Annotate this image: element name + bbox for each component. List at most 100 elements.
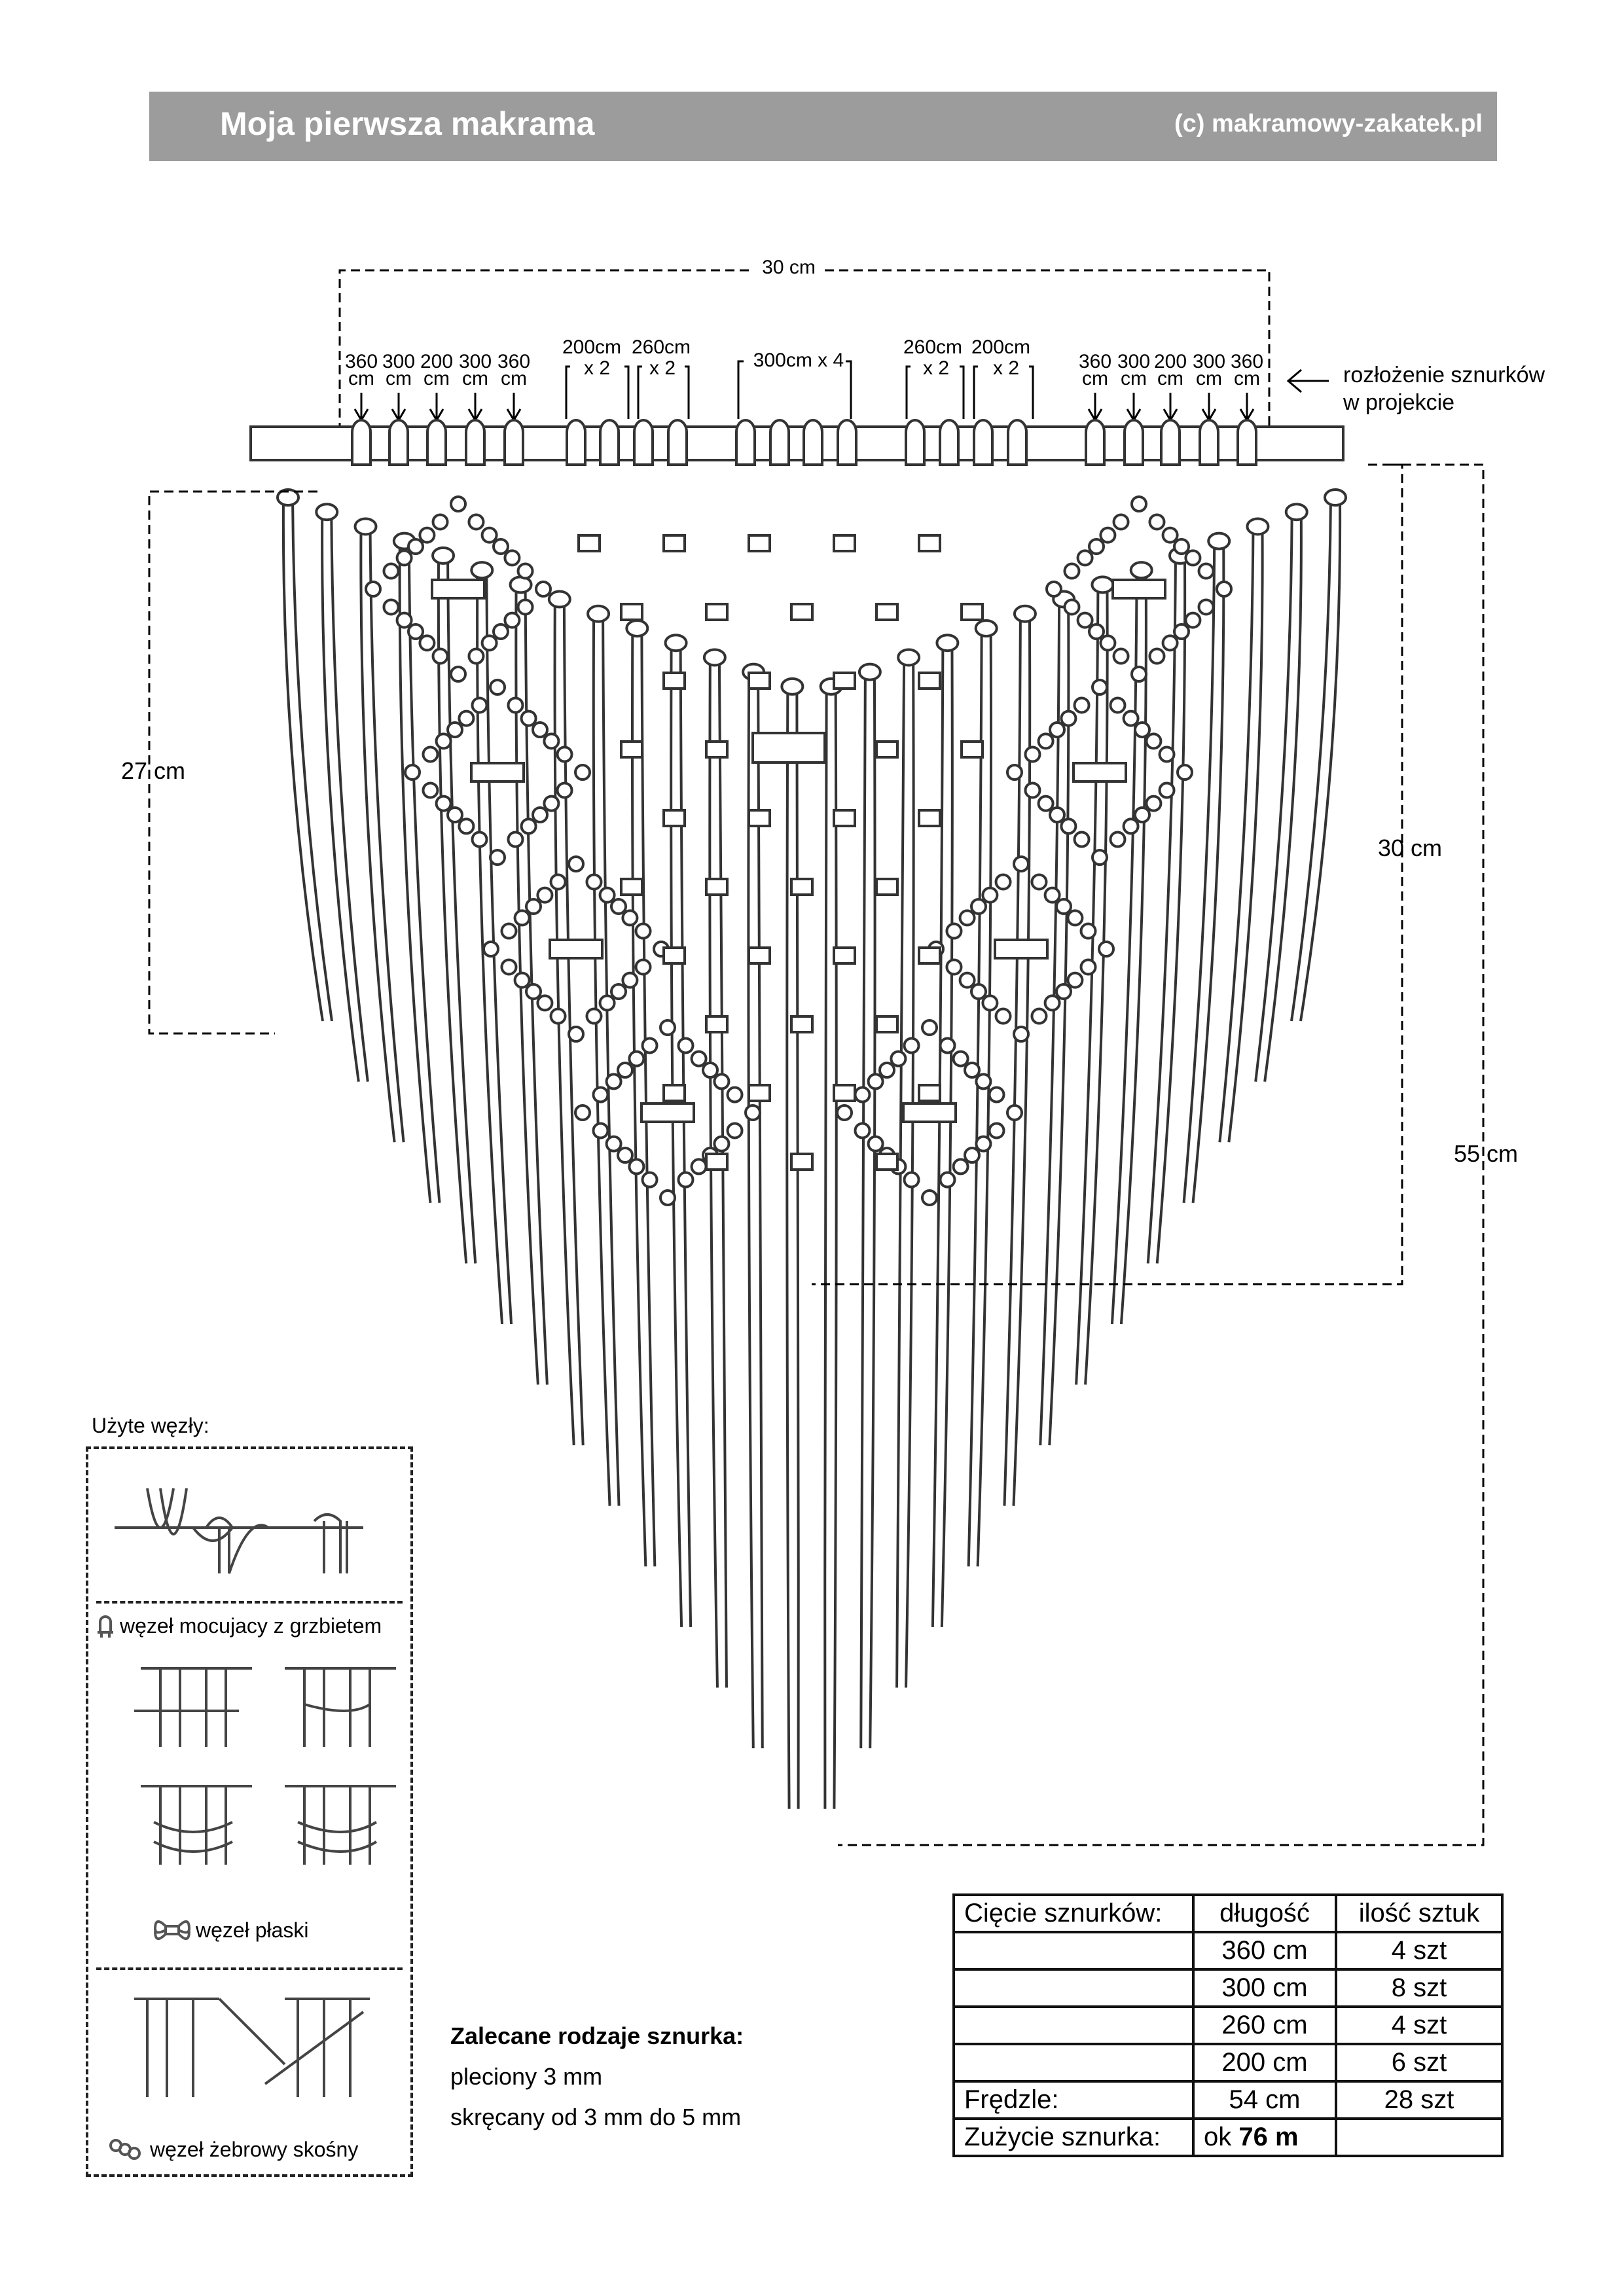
clove-hitch-bead: [1130, 666, 1147, 683]
clove-hitch-bead: [1024, 781, 1041, 799]
clove-hitch-bead: [628, 1050, 645, 1067]
clove-hitch-bead: [952, 1158, 969, 1175]
clove-hitch-bead: [945, 922, 963, 940]
clove-hitch-bead: [500, 958, 518, 976]
clove-hitch-bead: [395, 611, 413, 629]
fringe-strand: [717, 657, 728, 1688]
clove-hitch-bead: [525, 983, 542, 1000]
clove-hitch-bead: [1055, 983, 1072, 1000]
clove-hitch-bead: [988, 1122, 1005, 1139]
clove-hitch-bead: [467, 513, 485, 531]
cord-length: 300: [1193, 351, 1225, 372]
clove-hitch-bead: [1112, 513, 1130, 531]
square-knot: [790, 603, 814, 621]
square-knot: [918, 946, 941, 965]
cell: [952, 2005, 1195, 2045]
table-header-row: Cięcie sznurków: długość ilość sztuk: [952, 1893, 1504, 1933]
larks-head-knot: [388, 419, 409, 466]
fringe-strand: [1119, 570, 1147, 1325]
clove-hitch-bead: [713, 1135, 731, 1153]
clove-hitch-bead: [1006, 1104, 1023, 1121]
clove-hitch-bead: [489, 679, 506, 696]
clove-hitch-bead: [634, 958, 652, 976]
group-count: x 2: [923, 357, 949, 379]
fringe-strand: [1290, 497, 1332, 1022]
clove-hitch-bead: [970, 983, 987, 1000]
square-knot: [833, 672, 856, 690]
clove-hitch-bead: [1088, 538, 1105, 555]
width-label: 30 cm: [762, 257, 816, 278]
square-knot: [902, 1102, 957, 1123]
square-knot: [705, 1015, 729, 1033]
square-knot: [875, 1015, 899, 1033]
fringe-knot: [897, 648, 921, 667]
clove-hitch-bead: [952, 1050, 969, 1067]
clove-hitch-bead: [641, 1171, 659, 1189]
fringe-strand: [670, 643, 683, 1627]
usage-value-cell: ok 76 m: [1192, 2117, 1337, 2157]
clove-hitch-bead: [1043, 994, 1061, 1012]
clove-hitch-bead: [617, 1062, 634, 1079]
clove-hitch-bead: [520, 709, 537, 727]
clove-hitch-bead: [450, 666, 467, 683]
clove-hitch-bead: [450, 495, 467, 512]
fringe-strand: [640, 628, 657, 1567]
clove-hitch-bead: [994, 873, 1012, 891]
clove-hitch-bead: [1176, 764, 1193, 781]
larks-head-knot: [1160, 419, 1181, 466]
clove-hitch-bead: [535, 581, 552, 598]
page-title: Moja pierwsza makrama: [220, 105, 595, 142]
clove-hitch-bead: [585, 1007, 603, 1025]
cord-unit: cm: [462, 368, 488, 389]
clove-hitch-bead: [713, 1073, 731, 1090]
clove-hitch-bead: [1037, 732, 1055, 750]
larks-head-knot: [1085, 419, 1106, 466]
fringe-strand: [281, 497, 324, 1022]
clove-hitch-bead: [1088, 623, 1105, 640]
clove-hitch-bead: [592, 1086, 609, 1103]
cord-length: 200: [1154, 351, 1187, 372]
square-knot: [662, 809, 686, 827]
square-knot: [662, 672, 686, 690]
cord-length: 200: [420, 351, 453, 372]
square-knot: [620, 878, 643, 896]
fringe-strand: [1254, 512, 1293, 1082]
clove-hitch-bead: [1013, 855, 1030, 872]
clove-hitch-bead: [744, 1104, 761, 1121]
larks-head-knot: [769, 419, 790, 466]
clove-hitch-bead: [970, 898, 987, 915]
cord-unit: cm: [1082, 368, 1108, 389]
fringe-knot: [1013, 604, 1037, 623]
fringe-knot: [935, 634, 960, 653]
clove-hitch-bead: [536, 994, 554, 1012]
clove-hitch-bead: [422, 781, 439, 799]
cord-length: 360: [345, 351, 378, 372]
clove-hitch-bead: [1158, 781, 1176, 799]
larks-head-knot: [465, 419, 486, 466]
cord-length: 300: [459, 351, 492, 372]
clove-hitch-bead: [634, 922, 652, 940]
larks-head-knot: [351, 419, 372, 466]
square-knot: [918, 1084, 941, 1102]
square-knot: [662, 1084, 686, 1102]
clove-hitch-bead: [1063, 562, 1081, 580]
down-arrow-icon: [353, 393, 369, 422]
fringe-knot: [974, 619, 998, 637]
clove-hitch-bead: [854, 1086, 871, 1103]
clove-hitch-bead: [1037, 795, 1055, 812]
fringe-strand: [976, 628, 993, 1567]
clove-hitch-bead: [418, 526, 436, 544]
macrame-artwork: [276, 488, 1347, 1809]
cord-length: 360: [1079, 351, 1111, 372]
clove-hitch-bead: [1076, 611, 1094, 629]
cell: 6 szt: [1335, 2043, 1504, 2083]
cell: 54 cm: [1192, 2080, 1337, 2120]
larks-head-knot: [837, 419, 857, 466]
clove-hitch-bead: [435, 732, 452, 750]
fringe-strand: [859, 672, 867, 1749]
clove-hitch-bead: [471, 831, 488, 848]
fringe-knot: [276, 488, 300, 507]
square-knot: [640, 1102, 695, 1123]
group-length: 260cm: [903, 336, 962, 358]
cell: [952, 2043, 1195, 2083]
